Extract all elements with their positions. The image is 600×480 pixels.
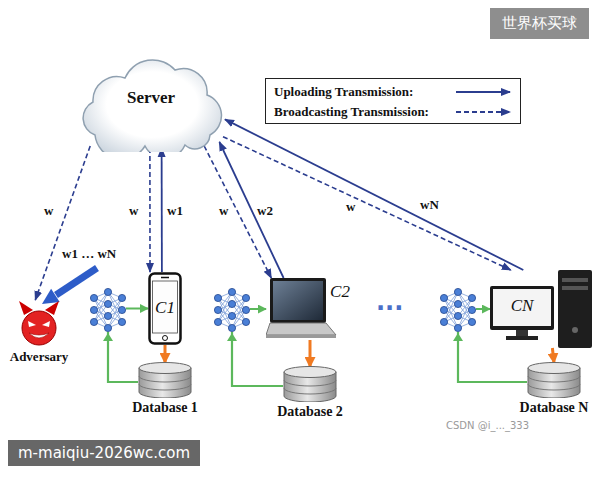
legend-line (456, 111, 510, 113)
legend-box: Uploading Transmission: Broadcasting Tran… (265, 78, 521, 124)
edge-label: w (44, 203, 53, 219)
upload-arrow (161, 148, 163, 272)
adversary-node: Adversary (2, 300, 76, 370)
nn-backdrop (214, 288, 250, 332)
ellipsis-dots: ··· (376, 294, 403, 322)
database-node: Database N (512, 362, 596, 418)
edge-label: w2 (257, 203, 273, 219)
node-text: Database N (512, 400, 596, 416)
client-phone: C1 (148, 272, 182, 345)
watermark: CSDN @i_..._333 (446, 420, 529, 431)
legend-text: Broadcasting Transmission: (274, 104, 454, 120)
node-text: Database 1 (123, 400, 207, 416)
database-cylinder (283, 366, 337, 402)
green-arrowhead (227, 333, 237, 341)
node-text: Database 2 (268, 404, 352, 420)
neural-network-icon (90, 288, 125, 331)
edge-label: w (129, 203, 138, 219)
leak-arrow-head (42, 289, 60, 304)
node-text: C1 (148, 298, 182, 318)
data-arrow (164, 345, 167, 363)
broadcast-arrow (223, 137, 511, 270)
edge-label: w1 … wN (62, 246, 116, 262)
watermark: m-maiqiu-2026wc.com (8, 440, 200, 466)
green-arrowhead (453, 333, 463, 341)
legend-sample (452, 82, 514, 102)
client-laptop: C2 (266, 278, 354, 340)
node-text: Adversary (2, 349, 76, 365)
leak-arrow-shaft (56, 268, 97, 295)
legend-row: Broadcasting Transmission: (274, 102, 514, 122)
data-arrow (309, 340, 312, 367)
client-desktop: CN (490, 270, 594, 348)
database-cylinder (138, 362, 192, 398)
edge-label: w1 (167, 203, 183, 219)
watermark: 世界杯买球 (490, 8, 589, 39)
devil-icon (2, 300, 76, 348)
database-cylinder (527, 362, 581, 398)
legend-line (456, 91, 510, 93)
legend-row: Uploading Transmission: (274, 82, 514, 102)
legend-text: Uploading Transmission: (274, 84, 454, 100)
edge-label: wN (420, 197, 439, 213)
node-text: CN (502, 296, 542, 316)
nn-backdrop (440, 288, 476, 332)
edge-label: w (346, 199, 355, 215)
green-arrowhead (103, 333, 113, 341)
edge-label: w (219, 203, 228, 219)
desktop-icon (490, 270, 594, 348)
upload-arrow (219, 142, 283, 278)
node-text: Server (75, 88, 227, 108)
data-arrow (552, 348, 554, 363)
nn-backdrop (90, 288, 126, 332)
neural-network-icon (214, 288, 249, 331)
broadcast-arrow (149, 148, 151, 272)
database-node: Database 1 (123, 362, 207, 418)
node-text: C2 (326, 282, 354, 302)
legend-sample (452, 102, 514, 122)
server-cloud: Server (75, 50, 227, 152)
upload-arrow (225, 119, 523, 270)
neural-network-icon (440, 288, 475, 331)
database-node: Database 2 (268, 366, 352, 422)
